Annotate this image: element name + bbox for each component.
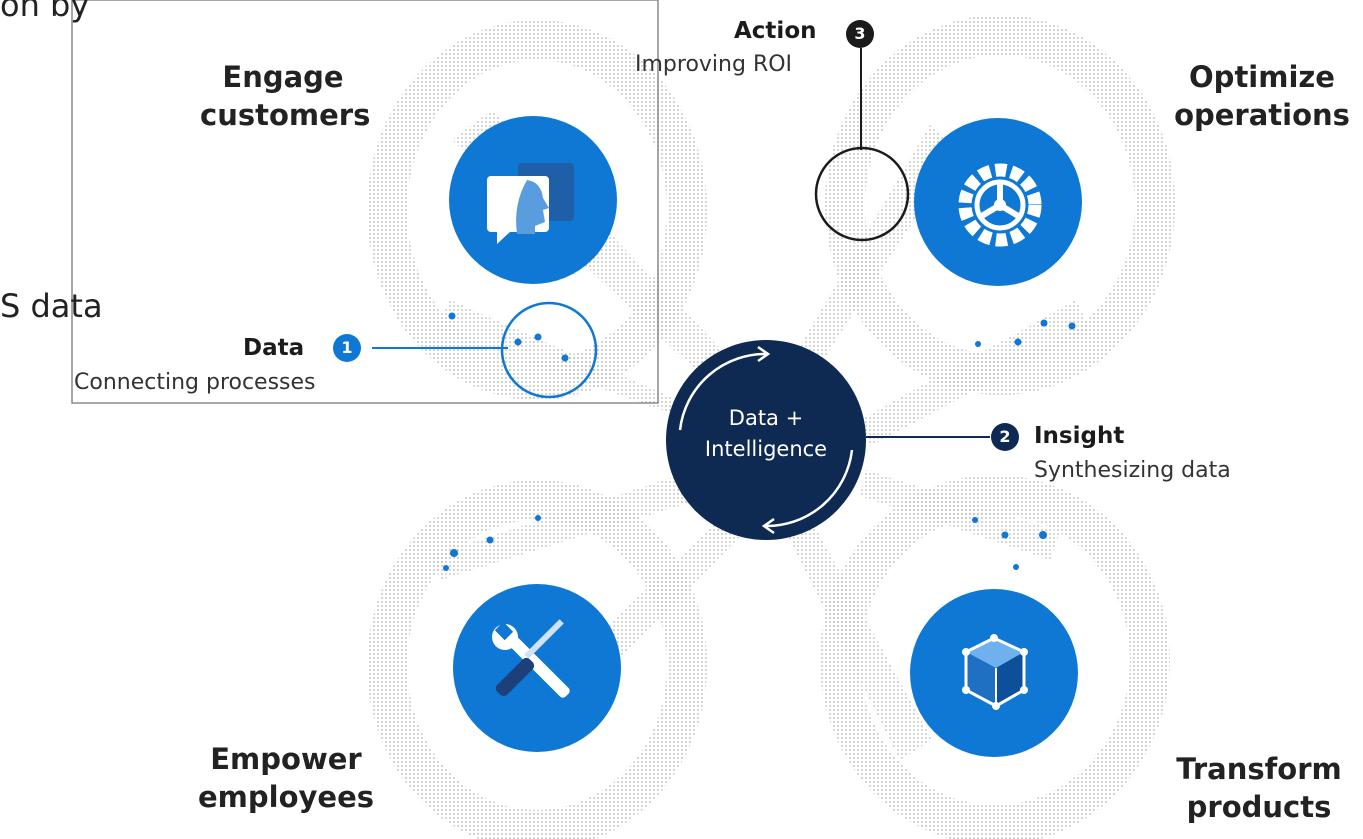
overlay-frame: [71, 0, 659, 404]
center-line1: Data +: [728, 406, 804, 430]
cube-icon: [962, 634, 1028, 710]
blue-data-dots: [443, 312, 1076, 571]
data-highlight-ring: [500, 301, 598, 399]
insight-step-number: 2: [999, 427, 1011, 446]
insight-step-title: Insight: [1034, 423, 1125, 449]
spoke-lower-left: [432, 470, 704, 580]
action-step-badge: [846, 20, 874, 48]
action-step-subtitle: Improving ROI: [635, 52, 793, 77]
chat-bubbles-icon: [487, 163, 574, 244]
gear-icon: [958, 163, 1042, 247]
data-step-title: Data: [243, 335, 305, 361]
cycle-arrows-icon: [678, 345, 854, 535]
action-highlight-ring: [814, 146, 910, 242]
data-step-badge: [333, 334, 361, 362]
overlay-top-fragment: on by: [0, 0, 90, 24]
dotted-halos: [367, 15, 1175, 839]
insight-step-badge: [991, 423, 1019, 451]
overlay-left-fragment: S data: [0, 287, 103, 325]
tools-icon: [492, 619, 570, 698]
center-line2: Intelligence: [704, 437, 828, 461]
center-hub: [666, 340, 866, 540]
action-step-title: Action: [734, 18, 817, 44]
action-step-number: 3: [854, 24, 866, 43]
data-step-subtitle: Connecting processes: [74, 370, 316, 395]
data-step-number: 1: [341, 338, 353, 357]
insight-step-subtitle: Synthesizing data: [1034, 458, 1231, 483]
